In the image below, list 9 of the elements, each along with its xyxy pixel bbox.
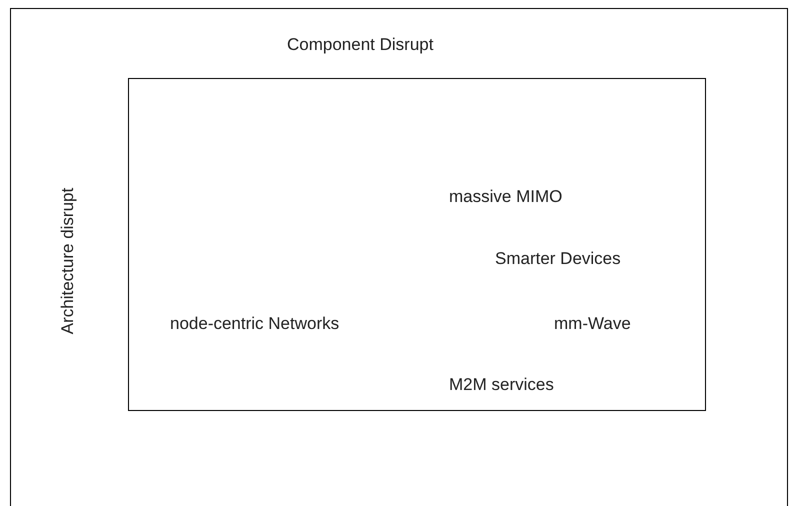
item-label: Smarter Devices — [495, 249, 621, 269]
chart-frame — [10, 8, 788, 506]
plot-box — [128, 78, 706, 411]
item-label: massive MIMO — [449, 187, 562, 207]
axis-label: Architecture disrupt — [58, 188, 78, 334]
axis-label: Component Disrupt — [287, 35, 434, 55]
item-label: mm-Wave — [554, 314, 631, 334]
item-label: node-centric Networks — [170, 314, 340, 334]
item-label: M2M services — [449, 375, 554, 395]
